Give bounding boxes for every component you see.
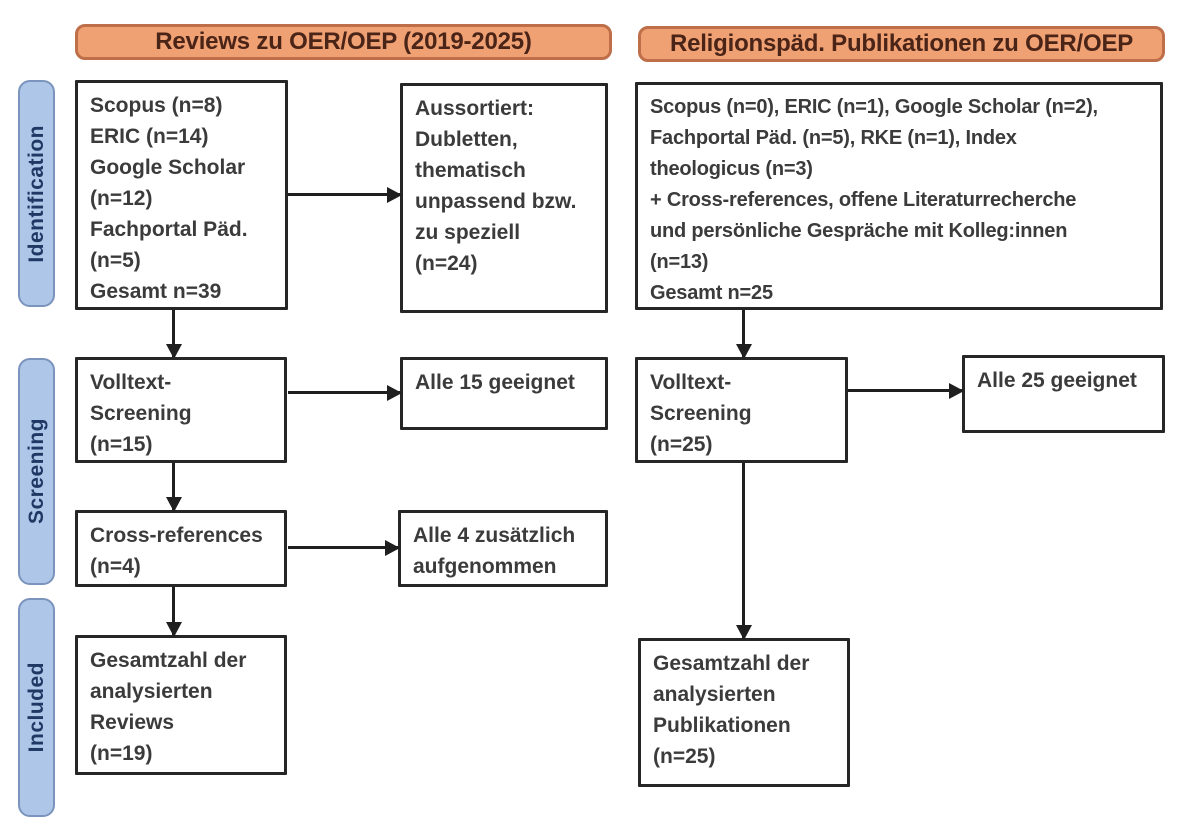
stage-label-identification: Identification [18, 80, 55, 307]
left-excluded-box: Aussortiert: Dubletten, thematisch unpas… [400, 83, 608, 313]
arrow-right-fulltext-to-included [742, 463, 745, 638]
arrow-right-fulltext-to-eligible [848, 389, 962, 392]
arrow-left-sources-to-fulltext [172, 310, 175, 357]
arrow-right-sources-to-fulltext [742, 310, 745, 357]
left-crossreferences-box: Cross-references (n=4) [75, 510, 287, 587]
arrow-left-fulltext-to-crossref [172, 463, 175, 510]
left-eligible-box: Alle 15 geeignet [400, 357, 608, 430]
right-column-header: Religionspäd. Publikationen zu OER/OEP [638, 26, 1165, 62]
arrow-left-sources-to-excluded [288, 193, 400, 196]
arrow-left-crossref-to-added [288, 546, 398, 549]
left-crossreferences-added-box: Alle 4 zusätzlich aufgenommen [398, 510, 608, 587]
left-identification-sources-box: Scopus (n=8) ERIC (n=14) Google Scholar … [75, 80, 288, 310]
stage-label-screening-text: Screening [24, 418, 48, 525]
stage-label-identification-text: Identification [24, 124, 48, 263]
right-eligible-box: Alle 25 geeignet [962, 355, 1165, 433]
arrow-left-crossref-to-included [172, 587, 175, 635]
left-included-total-box: Gesamtzahl der analysierten Reviews (n=1… [75, 635, 287, 775]
left-column-header: Reviews zu OER/OEP (2019-2025) [75, 24, 612, 60]
stage-label-included-text: Included [24, 662, 48, 753]
right-identification-sources-box: Scopus (n=0), ERIC (n=1), Google Scholar… [635, 82, 1163, 310]
arrow-left-fulltext-to-eligible [288, 391, 400, 394]
stage-label-included: Included [18, 598, 55, 817]
right-fulltext-screening-box: Volltext- Screening (n=25) [635, 357, 848, 463]
right-included-total-box: Gesamtzahl der analysierten Publikatione… [638, 638, 850, 787]
left-fulltext-screening-box: Volltext- Screening (n=15) [75, 357, 287, 463]
stage-label-screening: Screening [18, 358, 55, 585]
